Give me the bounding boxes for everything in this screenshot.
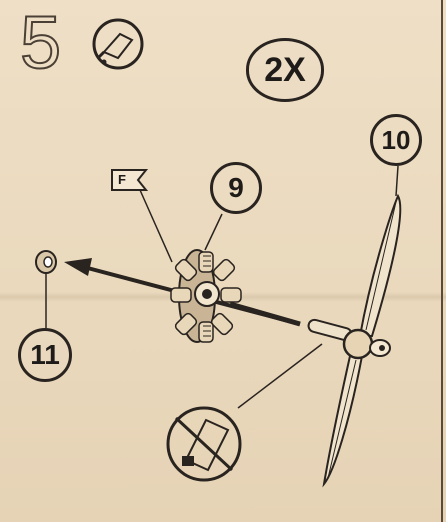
leader-line-9 (205, 214, 222, 250)
part-number-10: 10 (370, 114, 422, 166)
shaft (230, 304, 300, 324)
glue-tube-icon (94, 20, 142, 68)
no-glue-icon (168, 408, 240, 480)
flag-label: F (118, 172, 126, 187)
radial-engine-part (171, 250, 241, 342)
leader-line-noglue (238, 344, 322, 408)
leader-line-10 (396, 166, 398, 196)
propeller-part (307, 196, 400, 484)
quantity-badge: 2X (246, 38, 324, 102)
spinner-cap-part (36, 251, 56, 273)
part-number-9: 9 (210, 162, 262, 214)
part-number-11: 11 (18, 328, 72, 382)
